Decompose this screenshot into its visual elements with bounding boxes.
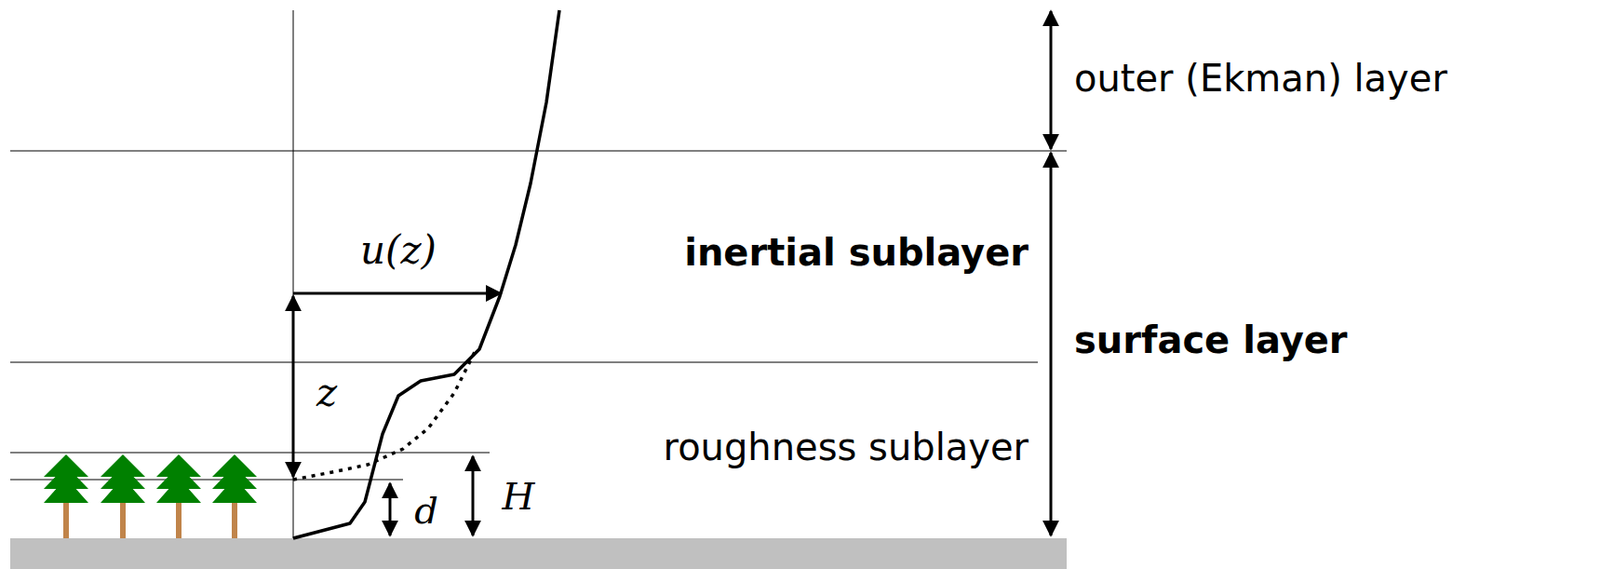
log-profile [293, 351, 475, 480]
height-arrow [292, 295, 296, 477]
velocity-label: u(z) [360, 228, 437, 272]
layer-boundary [10, 362, 1038, 364]
layer-name: outer (Ekman) layer [1074, 57, 1448, 99]
canopy-height-label: H [502, 475, 536, 517]
surface-layer-arrow [1049, 152, 1053, 536]
layer-name: roughness sublayer [663, 426, 1029, 468]
tree [212, 454, 257, 538]
outer-layer-arrow [1049, 11, 1053, 149]
canopy-height-arrow [471, 456, 475, 536]
axis-line [293, 10, 295, 538]
wind-profile [293, 10, 560, 538]
tree [43, 454, 89, 538]
height-label: z [316, 371, 337, 415]
displacement-label: d [414, 489, 439, 531]
foliage [100, 454, 146, 503]
foliage [156, 454, 202, 503]
ground [10, 537, 1067, 569]
tree [156, 454, 202, 538]
canopy-height-line [10, 452, 490, 454]
velocity-arrow [293, 292, 501, 296]
tree [100, 454, 146, 538]
layer-name: surface layer [1074, 319, 1348, 361]
foliage [212, 454, 257, 503]
layer-name: inertial sublayer [684, 231, 1029, 273]
foliage [43, 454, 89, 503]
trees [43, 454, 257, 538]
displacement-arrow [389, 483, 392, 536]
